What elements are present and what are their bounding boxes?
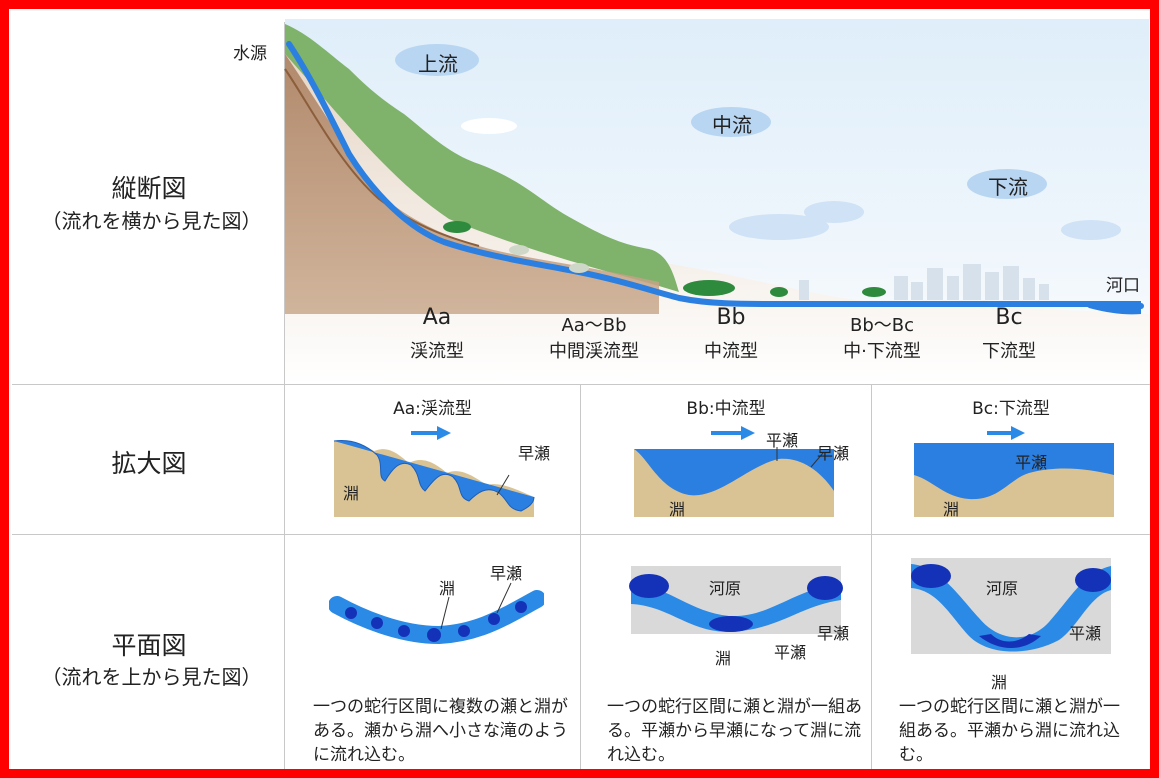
aa-description: 一つの蛇行区間に複数の瀬と淵がある。瀬から淵へ小さな滝のように流れ込む。 bbox=[313, 697, 568, 765]
cloud bbox=[729, 214, 829, 240]
bush bbox=[862, 287, 886, 297]
bb-plan-riffle: 早瀬 bbox=[817, 624, 850, 643]
label-leader bbox=[496, 474, 510, 496]
rock bbox=[569, 263, 589, 273]
upper-label: 上流 bbox=[418, 52, 458, 76]
type-code-bc: Bc bbox=[995, 305, 1023, 330]
lower-label: 下流 bbox=[988, 175, 1028, 199]
riverbed bbox=[914, 468, 1114, 517]
bb-enlarged-pool: 淵 bbox=[669, 500, 686, 519]
plan-title: 平面図 bbox=[111, 631, 187, 660]
middle-label: 中流 bbox=[712, 113, 752, 137]
label-leader bbox=[496, 582, 512, 614]
label-leader bbox=[810, 452, 824, 468]
plan-bc-illustration bbox=[911, 558, 1111, 654]
type-name-bb-bc: 中·下流型 bbox=[843, 341, 921, 362]
enlarged-bb-illustration bbox=[634, 426, 834, 517]
pool bbox=[1075, 568, 1111, 592]
pool bbox=[807, 576, 843, 600]
mouth-label: 河口 bbox=[1106, 276, 1140, 296]
type-name-aa: 渓流型 bbox=[410, 341, 464, 362]
panel-title-bb: Bb:中流型 bbox=[686, 399, 766, 419]
panel-title-aa: Aa:渓流型 bbox=[393, 399, 472, 419]
mountain-green bbox=[285, 24, 679, 292]
bc-plan-pool: 淵 bbox=[991, 673, 1008, 692]
pool bbox=[979, 634, 1041, 648]
grid-hline-1 bbox=[12, 384, 1150, 385]
plan-aa-illustration bbox=[329, 582, 544, 645]
enlarged-aa-illustration bbox=[333, 426, 535, 517]
soil bbox=[285, 54, 659, 314]
type-code-aa: Aa bbox=[422, 305, 452, 330]
enlarged-title: 拡大図 bbox=[111, 449, 187, 478]
grid-vline-3 bbox=[871, 384, 872, 769]
type-name-bc: 下流型 bbox=[982, 341, 1036, 362]
grid-hline-2 bbox=[12, 534, 1150, 535]
enlarged-bc-illustration bbox=[914, 426, 1114, 517]
plan-subtitle: （流れを上から見た図） bbox=[41, 665, 262, 689]
bb-enlarged-flat: 平瀬 bbox=[766, 431, 799, 450]
channel bbox=[911, 564, 1111, 652]
pool bbox=[629, 574, 669, 598]
bc-plan-flat: 平瀬 bbox=[1069, 624, 1102, 643]
aa-plan-pool: 淵 bbox=[439, 579, 456, 598]
flow-arrow bbox=[987, 426, 1025, 440]
cloud bbox=[1061, 220, 1121, 240]
pools bbox=[345, 601, 527, 642]
aa-plan-riffle: 早瀬 bbox=[490, 564, 523, 583]
type-name-aa-bb: 中間渓流型 bbox=[549, 341, 639, 362]
grid-vline-2 bbox=[580, 384, 581, 769]
grid-vline-right bbox=[1150, 384, 1151, 774]
water bbox=[333, 440, 535, 512]
city-silhouette bbox=[799, 264, 1049, 300]
bb-plan-bank: 河原 bbox=[709, 579, 742, 598]
bc-enlarged-flat: 平瀬 bbox=[1015, 453, 1048, 472]
soil-edge bbox=[284, 68, 480, 247]
longitudinal-profile bbox=[284, 19, 1149, 384]
pool bbox=[709, 616, 753, 632]
cloud bbox=[691, 107, 771, 137]
panel-title-bc: Bc:下流型 bbox=[972, 399, 1050, 419]
bb-plan-pool: 淵 bbox=[715, 649, 732, 668]
bc-enlarged-pool: 淵 bbox=[943, 500, 960, 519]
type-code-bb-bc: Bb〜Bc bbox=[849, 315, 915, 336]
flow-arrow bbox=[411, 426, 451, 440]
source-label: 水源 bbox=[233, 44, 267, 64]
aa-enlarged-pool: 淵 bbox=[343, 484, 360, 503]
aa-enlarged-riffle: 早瀬 bbox=[518, 444, 551, 463]
bush bbox=[443, 221, 471, 233]
type-code-bb: Bb bbox=[716, 305, 746, 330]
longitudinal-subtitle: （流れを横から見た図） bbox=[41, 209, 262, 233]
riverbed bbox=[634, 449, 834, 517]
cloud bbox=[395, 44, 479, 76]
bc-plan-bank: 河原 bbox=[986, 579, 1019, 598]
channel bbox=[631, 582, 841, 632]
rock bbox=[509, 245, 529, 255]
plan-bb-illustration bbox=[629, 566, 843, 634]
type-code-aa-bb: Aa〜Bb bbox=[561, 315, 627, 336]
bush bbox=[683, 280, 735, 296]
pool bbox=[911, 564, 951, 588]
bb-plan-flat: 平瀬 bbox=[774, 643, 807, 662]
river bbox=[286, 41, 1144, 309]
cloud bbox=[804, 201, 864, 223]
cloud bbox=[967, 169, 1047, 199]
cloud-white bbox=[461, 118, 517, 134]
bb-description: 一つの蛇行区間に瀬と淵が一組ある。平瀬から早瀬になって淵に流れ込む。 bbox=[607, 697, 862, 765]
flow-arrow bbox=[711, 426, 755, 440]
bb-enlarged-riffle: 早瀬 bbox=[817, 444, 850, 463]
river-mouth bbox=[1079, 301, 1141, 315]
longitudinal-title: 縦断図 bbox=[111, 174, 187, 203]
type-name-bb: 中流型 bbox=[704, 341, 758, 362]
label-leader bbox=[440, 596, 450, 630]
bush bbox=[770, 287, 788, 297]
bc-description: 一つの蛇行区間に瀬と淵が一組ある。平瀬から淵に流れ込む。 bbox=[899, 697, 1120, 765]
grid-vline-left bbox=[284, 22, 285, 769]
